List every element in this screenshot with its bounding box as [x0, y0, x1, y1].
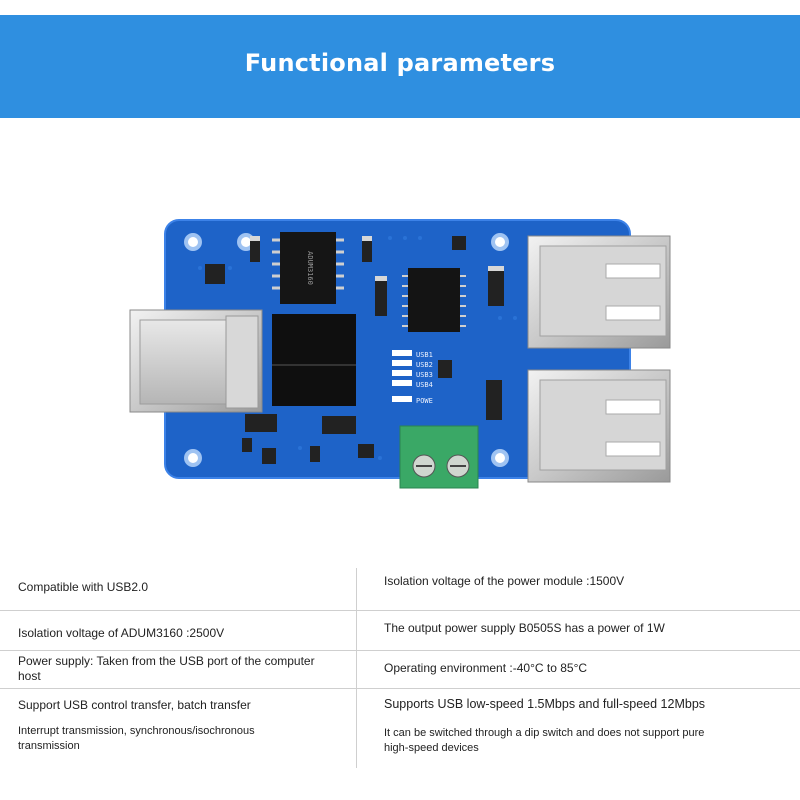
usb-a-port-top [527, 235, 671, 349]
usb-a-port-bottom [527, 369, 671, 483]
spec-usb-speed: Supports USB low-speed 1.5Mbps and full-… [384, 697, 706, 711]
column-divider [356, 568, 357, 768]
header-banner: Functional parameters [0, 15, 800, 118]
product-image: ADUM3160 USB1 [0, 118, 800, 550]
spec-module-isolation: Isolation voltage of the power module :1… [384, 574, 625, 588]
spec-transfer: Support USB control transfer, batch tran… [18, 698, 251, 712]
specs-table: Compatible with USB2.0 Isolation voltage… [0, 568, 800, 768]
smd-components [205, 236, 504, 464]
controller-chip [408, 268, 460, 332]
page-title: Functional parameters [244, 48, 556, 77]
spec-operating-env: Operating environment :-40°C to 85°C [384, 661, 588, 675]
spec-power-supply: Power supply: Taken from the USB port of… [18, 654, 315, 683]
silk-usb1: USB1 [416, 351, 433, 359]
chip-label: ADUM3160 [306, 251, 314, 285]
spec-transmission: Interrupt transmission, synchronous/isoc… [18, 725, 255, 752]
spec-output-power: The output power supply B0505S has a pow… [384, 621, 665, 635]
silk-usb4: USB4 [416, 381, 433, 389]
spec-adum-isolation: Isolation voltage of ADUM3160 :2500V [18, 626, 225, 640]
screw-terminal [399, 425, 479, 489]
mounting-holes [184, 233, 509, 467]
silk-power: POWE [416, 397, 433, 405]
spec-usb-compat: Compatible with USB2.0 [18, 580, 149, 594]
row-divider [0, 650, 800, 651]
usb-isolator-board-illustration: ADUM3160 USB1 [129, 219, 671, 489]
power-module [272, 314, 356, 406]
dip-switch [392, 350, 412, 402]
silk-usb2: USB2 [416, 361, 433, 369]
isolator-chip [280, 232, 336, 304]
spec-dip-switch: It can be switched through a dip switch … [384, 727, 705, 754]
row-divider [0, 688, 800, 689]
usb-b-port [129, 309, 263, 413]
silk-usb3: USB3 [416, 371, 433, 379]
row-divider [0, 610, 800, 611]
